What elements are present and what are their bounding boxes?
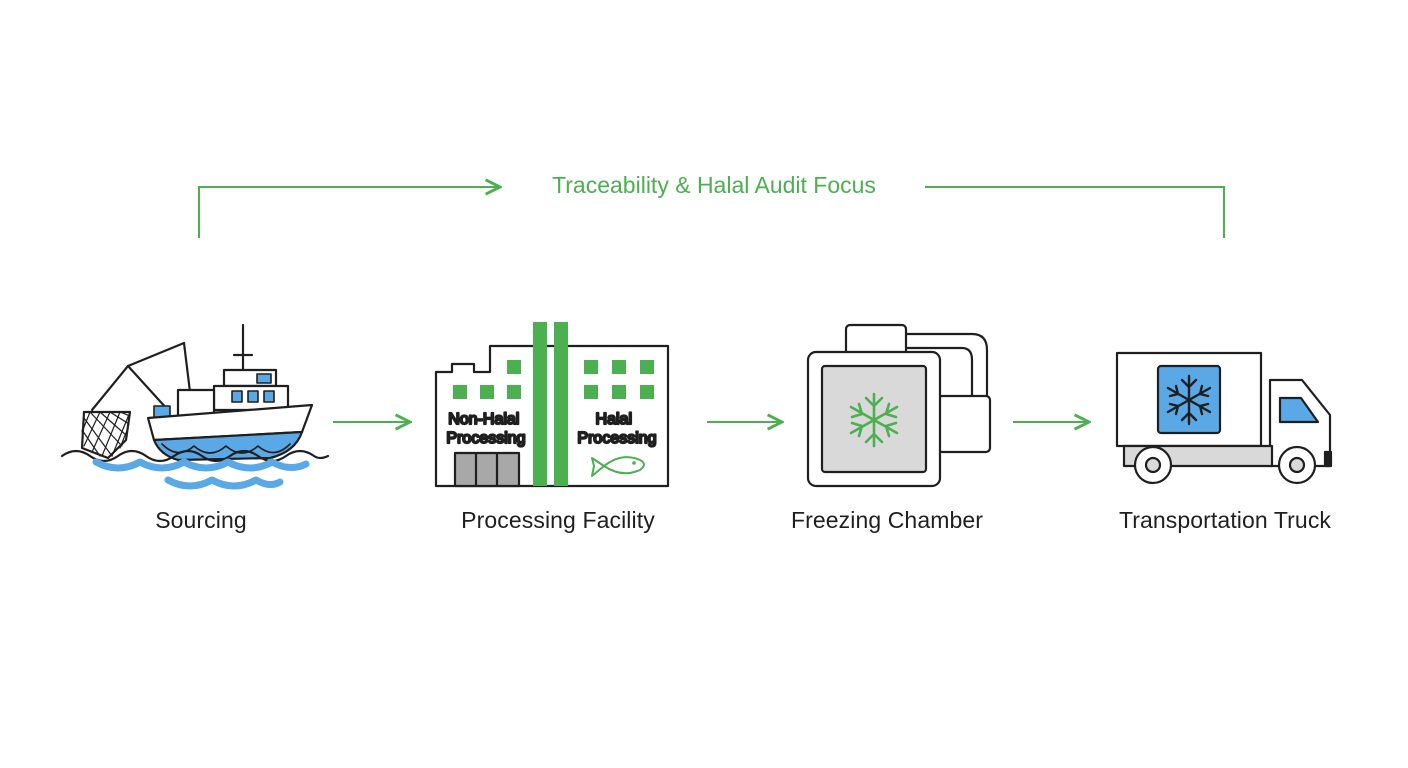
svg-text:Halal Processing: Halal Processing xyxy=(577,411,656,447)
stage-label-transport: Transportation Truck xyxy=(1118,507,1332,533)
stage-label-processing: Processing Facility xyxy=(461,507,655,533)
processing-facility-icon: Non-Halal Processing Halal Processing xyxy=(434,322,670,488)
fish-icon xyxy=(591,456,645,477)
non-halal-zone-label: Processing xyxy=(446,430,525,447)
freezing-chamber-icon xyxy=(806,323,992,488)
stage-label-sourcing: Sourcing xyxy=(155,507,247,533)
traceability-banner-label: Traceability & Halal Audit Focus xyxy=(552,172,876,198)
stage-label-freezing: Freezing Chamber xyxy=(790,507,984,533)
refrigerated-truck-icon xyxy=(1115,351,1333,485)
halal-zone-label: Halal xyxy=(596,411,632,428)
snowflake-icon xyxy=(849,392,899,448)
traceability-bracket xyxy=(198,187,1225,238)
svg-text:Non-Halal Processing: Non-Halal Processing xyxy=(446,411,525,447)
non-halal-zone-label: Non-Halal xyxy=(448,411,519,428)
fishing-boat-icon xyxy=(60,323,330,490)
halal-zone-label: Processing xyxy=(577,430,656,447)
